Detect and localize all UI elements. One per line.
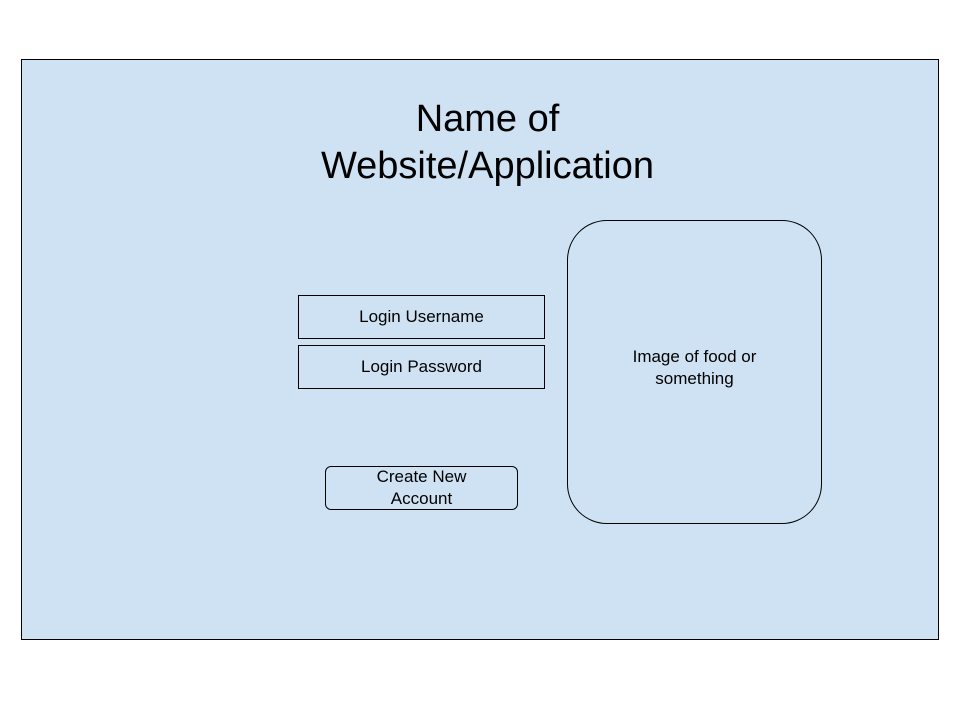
password-label: Login Password <box>361 357 482 376</box>
food-image-placeholder: Image of food or something <box>567 220 822 524</box>
image-placeholder-label: Image of food or something <box>632 347 757 388</box>
create-account-button[interactable]: Create New Account <box>325 466 518 510</box>
title-line-1: Name of <box>415 98 560 140</box>
password-field[interactable]: Login Password <box>298 345 545 389</box>
page-title: Name of Website/Application <box>0 96 960 190</box>
title-line-2: Website/Application <box>320 145 655 187</box>
username-label: Login Username <box>359 307 484 326</box>
create-account-label: Create New Account <box>376 467 467 508</box>
app-frame <box>21 59 939 640</box>
username-field[interactable]: Login Username <box>298 295 545 339</box>
